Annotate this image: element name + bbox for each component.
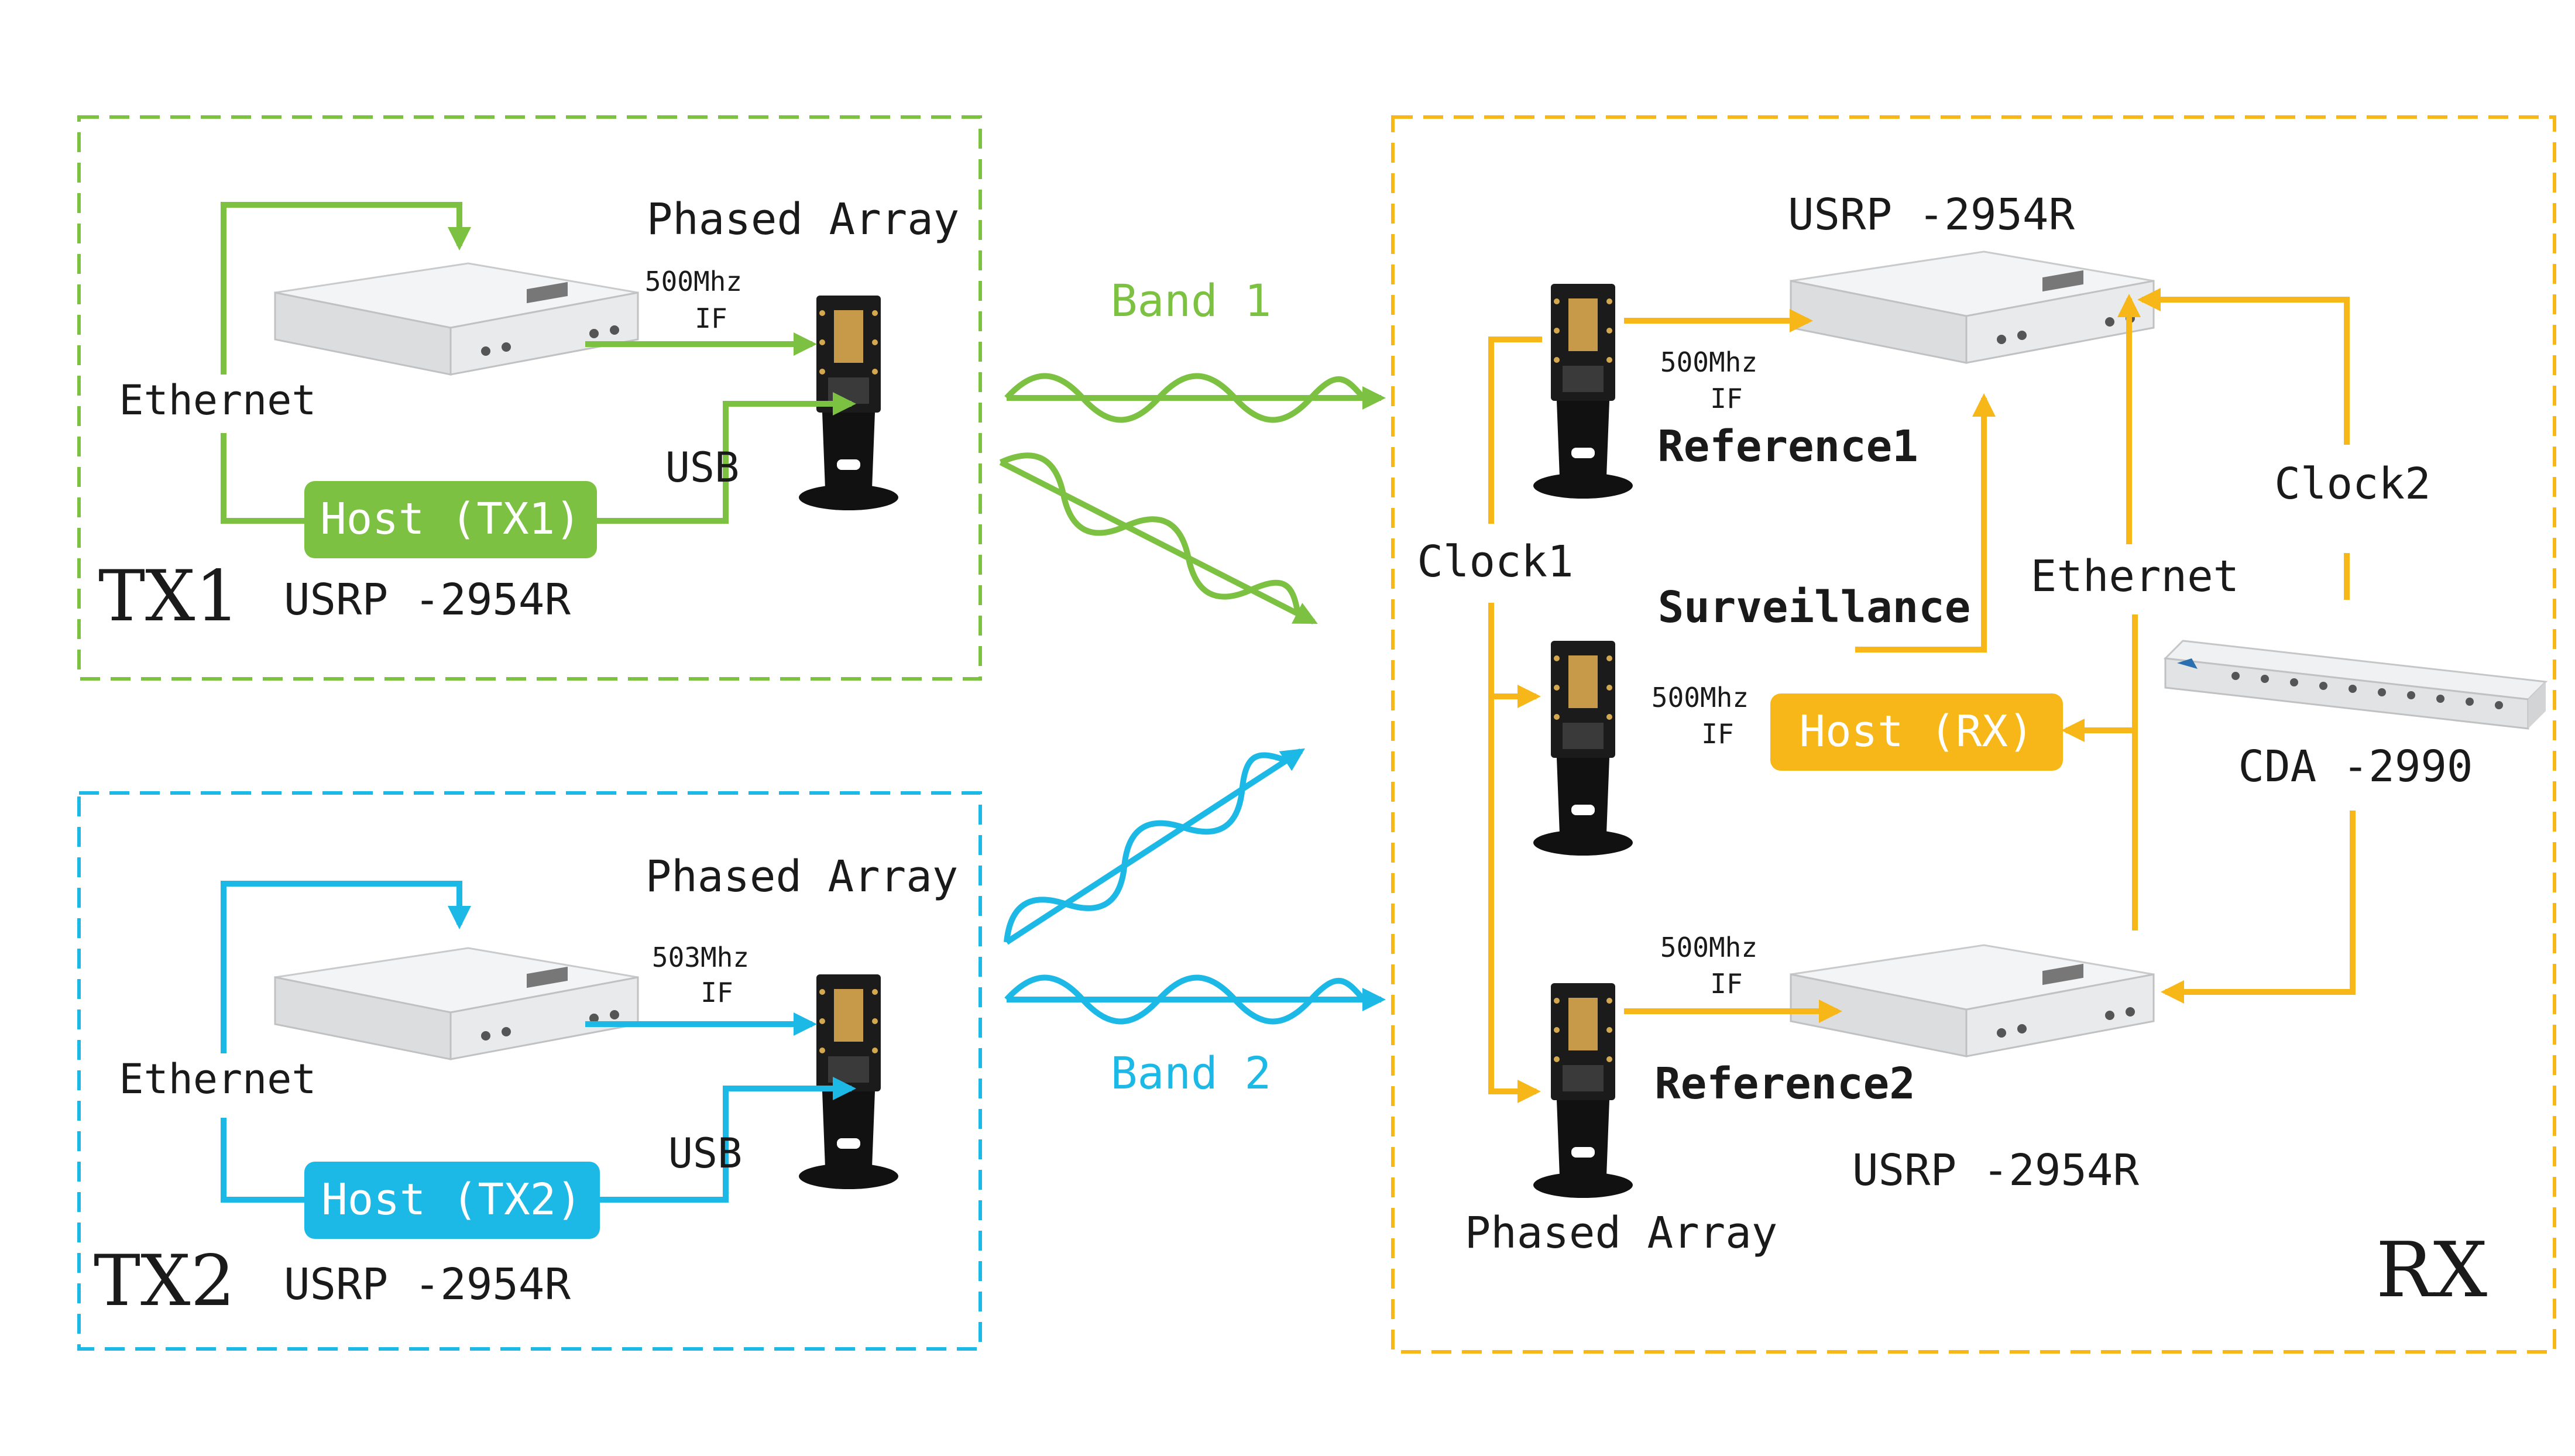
rx-ethernet-label: Ethernet (2031, 551, 2239, 602)
rx-surveillance-if-line (1855, 393, 1996, 653)
tx2-usrp-label: USRP -2954R (284, 1259, 571, 1310)
band1-wave (1004, 373, 1366, 423)
rx-reference2-array (1533, 983, 1633, 1198)
rx-reference2-label: Reference2 (1654, 1059, 1915, 1109)
tx1-ethernet-line-top (221, 202, 471, 375)
tx2-title: TX2 (94, 1241, 235, 1322)
band2-diagonal-wave (1004, 748, 1305, 945)
tx2-usb-line (600, 1077, 856, 1203)
rx-if3-label: IF (1710, 968, 1742, 1000)
tx2-host-label: Host (TX2) (321, 1175, 582, 1225)
band1-diagonal-wave (999, 452, 1318, 624)
tx1-usrp-device (274, 262, 639, 376)
rx-title: RX (2376, 1225, 2487, 1314)
clock1-line-bottom (1488, 603, 1541, 1103)
rx-usrp-bottom-label: USRP -2954R (1852, 1145, 2140, 1196)
tx2-ethernet-label: Ethernet (119, 1055, 316, 1103)
rx-phased-array-label: Phased Array (1465, 1208, 1778, 1258)
rx-if2-freq-label: 500Mhz (1652, 682, 1749, 713)
rx-clock2-label: Clock2 (2274, 459, 2430, 509)
rx-if2-label: IF (1701, 718, 1733, 750)
band2-label: Band 2 (1111, 1047, 1272, 1099)
clock1-line-top (1488, 336, 1542, 524)
tx1-host-label: Host (TX1) (320, 494, 581, 544)
tx1-usrp-label: USRP -2954R (284, 575, 571, 625)
cda-2990-label: CDA -2990 (2238, 741, 2473, 792)
tx2-host-button[interactable] (304, 1162, 600, 1239)
tx2-boundary (77, 791, 982, 1351)
rx-if1-freq-label: 500Mhz (1660, 346, 1757, 378)
cda-2990-device (2164, 640, 2547, 730)
tx2-usrp-device (274, 947, 639, 1060)
tx1-host-button[interactable] (304, 481, 597, 558)
tx1-usb-line (597, 392, 856, 524)
tx1-if-freq-label: 500Mhz (645, 266, 742, 297)
tx2-ethernet-line-top (221, 881, 471, 1053)
tx1-if-label: IF (695, 303, 727, 334)
tx2-usb-label: USB (668, 1129, 742, 1177)
rx-host-label: Host (RX) (1800, 706, 2034, 757)
rx-usrp-bottom-device (1790, 944, 2155, 1057)
rx-boundary (1391, 115, 2556, 1354)
tx1-ethernet-line-bottom (221, 433, 307, 524)
tx2-phased-array (799, 974, 898, 1189)
tx2-if-label: IF (701, 977, 733, 1008)
tx1-usb-label: USB (665, 444, 739, 492)
clock2-line-bottom (2161, 811, 2356, 1004)
rx-reference1-label: Reference1 (1657, 421, 1918, 472)
rx-if3-freq-label: 500Mhz (1660, 932, 1757, 963)
rx-reference1-array (1533, 284, 1633, 499)
tx1-ethernet-label: Ethernet (119, 376, 316, 424)
tx2-if-freq-label: 503Mhz (652, 942, 749, 973)
rx-surveillance-label: Surveillance (1658, 582, 1971, 633)
band1-label: Band 1 (1111, 274, 1272, 327)
rx-clock1-label: Clock1 (1417, 537, 1573, 587)
clock2-line-top (2137, 288, 2350, 445)
rx-usrp-top-device (1790, 250, 2155, 364)
rx-surveillance-array (1533, 641, 1633, 856)
rx-host-button[interactable] (1770, 693, 2063, 771)
tx1-title: TX1 (98, 556, 240, 637)
rx-if1-label: IF (1710, 383, 1742, 414)
rx-usrp-top-label: USRP -2954R (1788, 190, 2075, 240)
tx2-phased-array-label: Phased Array (646, 851, 959, 902)
tx2-ethernet-line-bottom (221, 1118, 307, 1203)
tx1-phased-array-label: Phased Array (647, 194, 960, 245)
band2-wave (1004, 974, 1366, 1025)
